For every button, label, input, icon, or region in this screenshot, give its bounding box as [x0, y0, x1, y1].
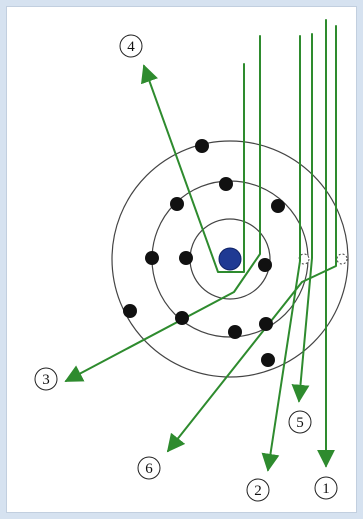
label-4-text: 4	[127, 39, 135, 55]
orbit-gaps	[299, 254, 347, 264]
electron	[228, 325, 242, 339]
label-1: 1	[315, 477, 337, 499]
path-labels: 1 2 3 4 5	[35, 35, 337, 501]
electron	[261, 353, 275, 367]
label-3-text: 3	[42, 372, 50, 388]
atom-scattering-diagram: 1 2 3 4 5	[6, 6, 357, 513]
electron	[175, 311, 189, 325]
particle-paths	[66, 20, 336, 470]
label-6: 6	[138, 457, 160, 479]
electron	[123, 304, 137, 318]
diagram-panel: 1 2 3 4 5	[6, 6, 357, 513]
label-3: 3	[35, 368, 57, 390]
electron	[179, 251, 193, 265]
label-1-text: 1	[322, 481, 330, 497]
nucleus	[219, 248, 241, 270]
label-2-text: 2	[254, 483, 262, 499]
label-4: 4	[120, 35, 142, 57]
electron	[258, 258, 272, 272]
electron	[219, 177, 233, 191]
label-2: 2	[247, 479, 269, 501]
electron	[170, 197, 184, 211]
label-5: 5	[289, 411, 311, 433]
electron	[145, 251, 159, 265]
electron	[259, 317, 273, 331]
label-6-text: 6	[145, 461, 153, 477]
path-2-line	[268, 36, 300, 470]
outer-orbit-gap	[337, 254, 347, 264]
path-6-line	[168, 26, 336, 451]
electron	[195, 139, 209, 153]
label-5-text: 5	[296, 415, 304, 431]
electron	[271, 199, 285, 213]
